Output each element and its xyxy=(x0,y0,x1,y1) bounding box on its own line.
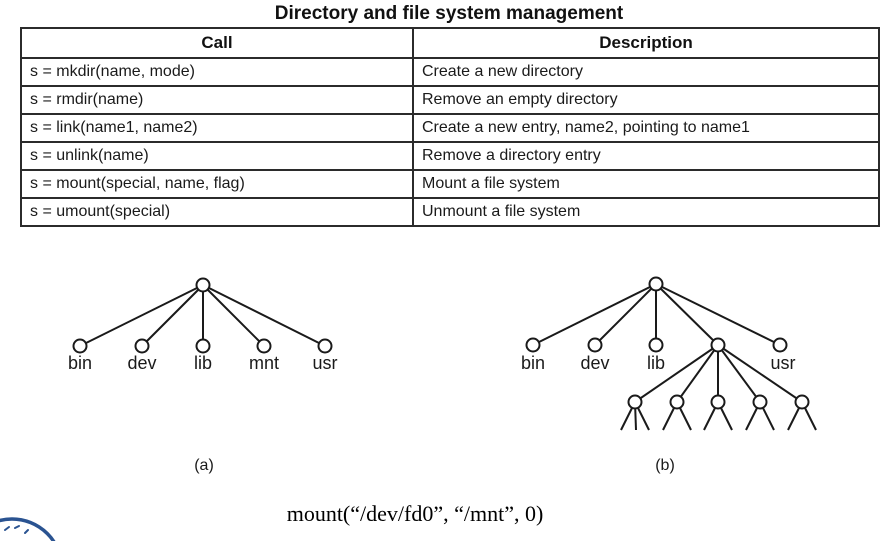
tree-b-label-dev: dev xyxy=(580,353,610,373)
table-row: s = link(name1, name2) Create a new entr… xyxy=(20,113,880,143)
tree-node-root xyxy=(195,277,211,293)
tree-a-label-usr: usr xyxy=(312,353,338,373)
tree-node xyxy=(710,394,726,410)
tree-a-label-lib: lib xyxy=(193,353,212,373)
tree-edge xyxy=(141,284,204,347)
tree-node xyxy=(772,337,788,353)
call-cell: s = mkdir(name, mode) xyxy=(20,57,414,87)
tree-node xyxy=(669,394,685,410)
directory-tree-diagrams xyxy=(72,276,817,431)
table-row: s = umount(special) Unmount a file syste… xyxy=(20,197,880,227)
tree-edge xyxy=(532,283,657,346)
tree-node xyxy=(134,338,150,354)
mount-example-caption: mount(“/dev/fd0”, “/mnt”, 0) xyxy=(286,501,544,526)
table-row: s = mount(special, name, flag) Mount a f… xyxy=(20,169,880,199)
description-cell: Create a new directory xyxy=(412,57,880,87)
tree-node xyxy=(752,394,768,410)
tree-node xyxy=(794,394,810,410)
tree-node-mount-point xyxy=(710,337,726,353)
tree-node xyxy=(587,337,603,353)
call-cell: s = unlink(name) xyxy=(20,141,414,171)
description-cell: Unmount a file system xyxy=(412,197,880,227)
tree-a-label-dev: dev xyxy=(127,353,157,373)
tree-node xyxy=(317,338,333,354)
syscall-table: Call Description s = mkdir(name, mode) C… xyxy=(20,27,880,227)
tree-edge xyxy=(202,284,326,347)
table-header-row: Call Description xyxy=(20,27,880,59)
call-cell: s = rmdir(name) xyxy=(20,85,414,115)
university-seal-logo-icon xyxy=(0,517,56,541)
call-cell: s = mount(special, name, flag) xyxy=(20,169,414,199)
tree-edge xyxy=(717,344,803,403)
tree-node xyxy=(256,338,272,354)
tree-edge xyxy=(594,283,657,346)
table-row: s = unlink(name) Remove a directory entr… xyxy=(20,141,880,171)
tree-node xyxy=(195,338,211,354)
description-cell: Remove a directory entry xyxy=(412,141,880,171)
tree-edge xyxy=(79,284,204,347)
tree-node xyxy=(525,337,541,353)
tree-edge xyxy=(655,283,781,346)
description-cell: Create a new entry, name2, pointing to n… xyxy=(412,113,880,143)
tree-b-label-bin: bin xyxy=(520,353,546,373)
tree-node xyxy=(627,394,643,410)
table-header-description: Description xyxy=(412,27,880,59)
tree-a-label-bin: bin xyxy=(67,353,93,373)
table-header-call: Call xyxy=(20,27,414,59)
figure-caption-a: (a) xyxy=(194,457,214,474)
table-row: s = rmdir(name) Remove an empty director… xyxy=(20,85,880,115)
page-title: Directory and file system management xyxy=(274,3,624,24)
description-cell: Mount a file system xyxy=(412,169,880,199)
tree-edge xyxy=(634,344,719,403)
table-row: s = mkdir(name, mode) Create a new direc… xyxy=(20,57,880,87)
tree-node-root xyxy=(648,276,664,292)
tree-node xyxy=(648,337,664,353)
tree-edge xyxy=(717,344,761,403)
tree-b-label-lib: lib xyxy=(646,353,665,373)
call-cell: s = umount(special) xyxy=(20,197,414,227)
call-cell: s = link(name1, name2) xyxy=(20,113,414,143)
tree-node xyxy=(72,338,88,354)
figure-caption-b: (b) xyxy=(655,457,675,474)
tree-a-label-mnt: mnt xyxy=(248,353,279,373)
tree-edge xyxy=(676,344,719,403)
tree-edge xyxy=(655,283,719,346)
tree-edge xyxy=(202,284,265,347)
description-cell: Remove an empty directory xyxy=(412,85,880,115)
tree-b-label-usr: usr xyxy=(770,353,796,373)
